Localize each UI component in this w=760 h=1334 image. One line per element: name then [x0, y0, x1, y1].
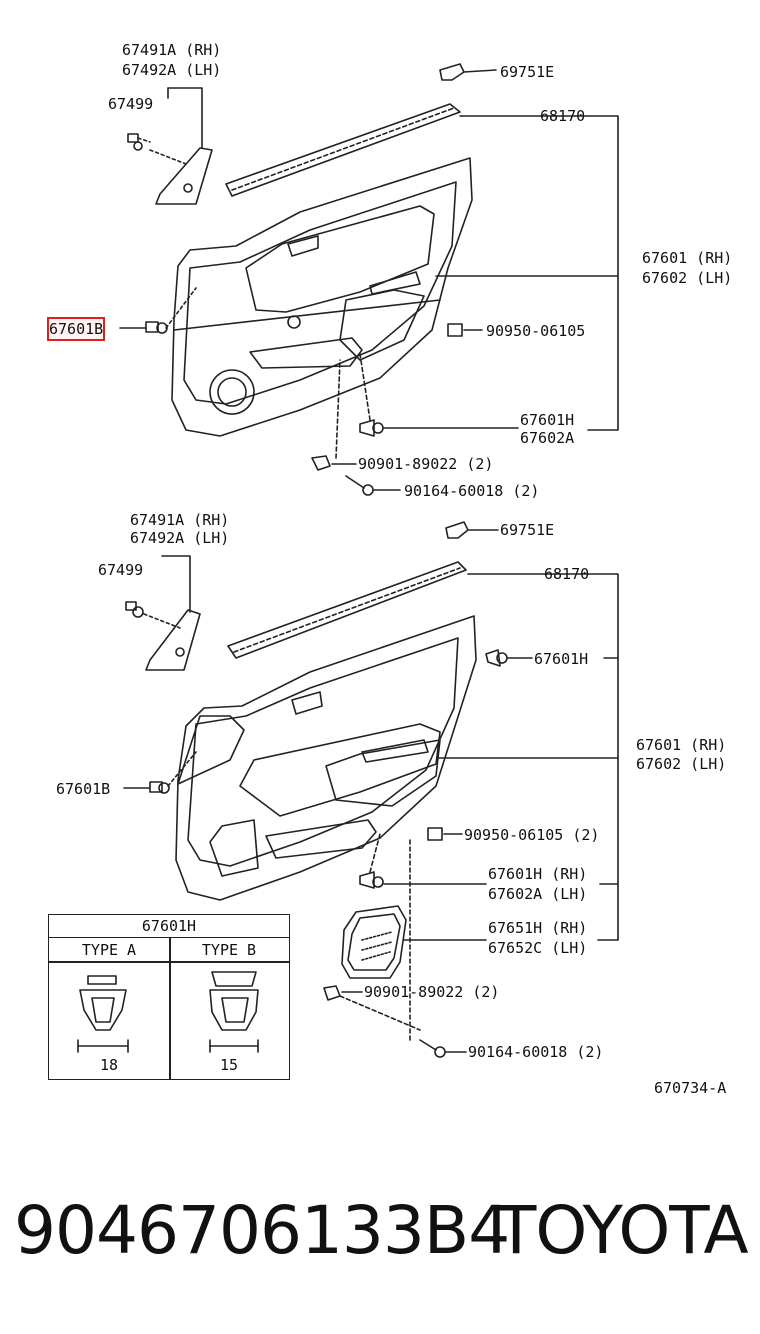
label-67601b-lower: 67601B — [56, 780, 111, 798]
type-a-size: 18 — [99, 1056, 119, 1074]
label-67601b-highlighted: 67601B — [46, 317, 106, 341]
weatherstrip-upper — [225, 103, 461, 197]
clip-67601h-lower-top — [485, 649, 508, 667]
speaker-grille — [341, 905, 407, 979]
cap-69751e-upper — [439, 63, 465, 81]
label-90901-89022: 90901-89022 (2) — [358, 455, 494, 473]
part-number: 9046706133B4 — [14, 1192, 510, 1269]
label-67492a-lh: 67492A (LH) — [122, 61, 222, 79]
label-67602a: 67602A — [520, 429, 575, 447]
label-67601-rh: 67601 (RH) — [642, 249, 733, 267]
label-69751e-lower: 69751E — [500, 521, 555, 539]
type-table-title: 67601H — [49, 915, 289, 938]
label-67601h-rh: 67601H (RH) — [488, 865, 588, 883]
label-67601-rh-lower: 67601 (RH) — [636, 736, 727, 754]
clip-67601h-upper — [359, 419, 384, 437]
nut-90901-upper — [311, 455, 331, 471]
label-90164-lower: 90164-60018 (2) — [468, 1043, 604, 1061]
clip-67601b-lower — [149, 781, 170, 794]
nut-90901-lower — [323, 985, 341, 1001]
label-67601h: 67601H — [520, 411, 575, 429]
door-panel-upper — [171, 157, 473, 437]
clip-90950-upper — [447, 323, 463, 337]
type-a-header: TYPE A — [81, 941, 137, 959]
label-90950-lower: 90950-06105 (2) — [464, 826, 600, 844]
brand-name: TOYOTA — [496, 1192, 749, 1269]
label-67651h-rh: 67651H (RH) — [488, 919, 588, 937]
label-67492a-lh-lower: 67492A (LH) — [130, 529, 230, 547]
label-68170-lower: 68170 — [544, 565, 590, 583]
label-90950-06105: 90950-06105 — [486, 322, 586, 340]
label-68170: 68170 — [540, 107, 586, 125]
label-67499-lower: 67499 — [98, 561, 144, 579]
clip-type-table: 67601H TYPE A TYPE B 18 15 — [48, 914, 290, 1080]
clip-90950-lower — [427, 827, 443, 841]
label-90164-60018: 90164-60018 (2) — [404, 482, 540, 500]
diagram-id: 670734-A — [654, 1079, 727, 1097]
cap-69751e-lower — [445, 521, 469, 539]
label-67602-lh: 67602 (LH) — [642, 269, 733, 287]
clip-screw-lower — [125, 601, 144, 618]
clip-67601h-lower — [359, 871, 384, 889]
label-67602-lh-lower: 67602 (LH) — [636, 755, 727, 773]
label-90901-lower: 90901-89022 (2) — [364, 983, 500, 1001]
clip-screw-upper — [127, 133, 151, 151]
label-67491a-rh: 67491A (RH) — [122, 41, 222, 59]
clip-type-b-illustration — [209, 971, 259, 1053]
label-67652c-lh: 67652C (LH) — [488, 939, 588, 957]
clip-type-a-illustration — [77, 975, 129, 1053]
type-b-header: TYPE B — [201, 941, 257, 959]
corner-moulding-lower — [145, 609, 201, 671]
corner-moulding-upper — [155, 147, 213, 205]
label-67499: 67499 — [108, 95, 154, 113]
label-67491a-rh-lower: 67491A (RH) — [130, 511, 230, 529]
label-67601h-lower-top: 67601H — [534, 650, 589, 668]
type-b-size: 15 — [219, 1056, 239, 1074]
label-67602a-lh: 67602A (LH) — [488, 885, 588, 903]
door-panel-lower — [175, 615, 477, 901]
label-69751e: 69751E — [500, 63, 555, 81]
weatherstrip-lower — [227, 561, 467, 659]
clip-67601b-upper — [145, 321, 168, 334]
